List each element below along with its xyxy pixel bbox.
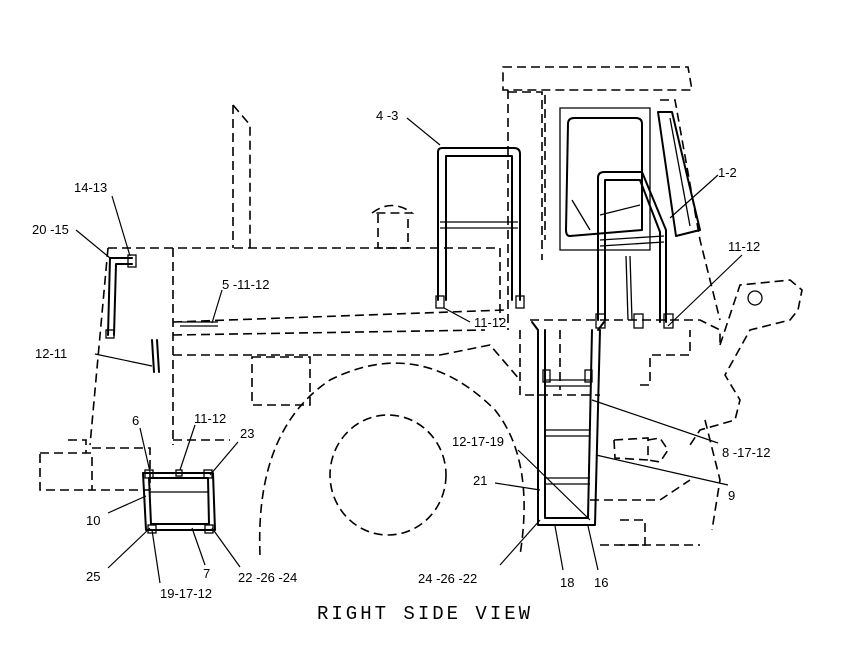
callout-25: 25 — [86, 569, 100, 584]
front-frame — [519, 279, 803, 546]
cab-side-panel — [657, 111, 701, 237]
access-ladder — [531, 321, 605, 526]
callout-12-17-19: 12-17-19 — [452, 434, 504, 449]
cab-roof — [502, 66, 693, 91]
callout-11-12-cab: 11-12 — [728, 239, 760, 254]
callout-9: 9 — [728, 488, 735, 503]
callout-7: 7 — [203, 566, 210, 581]
callout-19-17-12: 19-17-12 — [160, 586, 212, 601]
view-caption: RIGHT SIDE VIEW — [317, 603, 533, 625]
callout-8-17-12: 8 -17-12 — [722, 445, 770, 460]
callout-21: 21 — [473, 473, 487, 488]
callout-labels: 4 -3 1-2 14-13 20 -15 5 -11-12 11-12 11-… — [32, 108, 770, 601]
cab-window — [565, 117, 643, 237]
callout-5-11-12: 5 -11-12 — [222, 277, 269, 292]
hood-handrail — [435, 147, 525, 309]
callout-10: 10 — [86, 513, 100, 528]
callout-1-2: 1-2 — [718, 165, 737, 180]
callout-12-11: 12-11 — [35, 346, 67, 361]
callout-20-15: 20 -15 — [32, 222, 69, 237]
callout-18: 18 — [560, 575, 574, 590]
callout-14-13: 14-13 — [74, 180, 107, 195]
callout-16: 16 — [594, 575, 608, 590]
cab-body — [507, 90, 721, 330]
leader-lines — [75, 117, 743, 584]
rear-wheel — [258, 362, 525, 556]
callout-24-26-22: 24 -26 -22 — [418, 571, 477, 586]
rear-counterweight — [39, 439, 151, 491]
side-grab-handle — [151, 321, 218, 373]
callout-23: 23 — [240, 426, 254, 441]
callout-11-12-hood: 11-12 — [474, 315, 506, 330]
callout-11-12-step: 11-12 — [194, 411, 226, 426]
callout-22-26-24: 22 -26 -24 — [238, 570, 297, 585]
body-side — [173, 344, 521, 441]
rear-step — [142, 469, 216, 534]
air-cleaner-cap — [369, 204, 415, 249]
rear-grab-handle — [105, 254, 137, 339]
callout-4-3: 4 -3 — [376, 108, 398, 123]
engine-hood — [89, 247, 506, 446]
callout-6: 6 — [132, 413, 139, 428]
exhaust-stack — [232, 104, 251, 248]
